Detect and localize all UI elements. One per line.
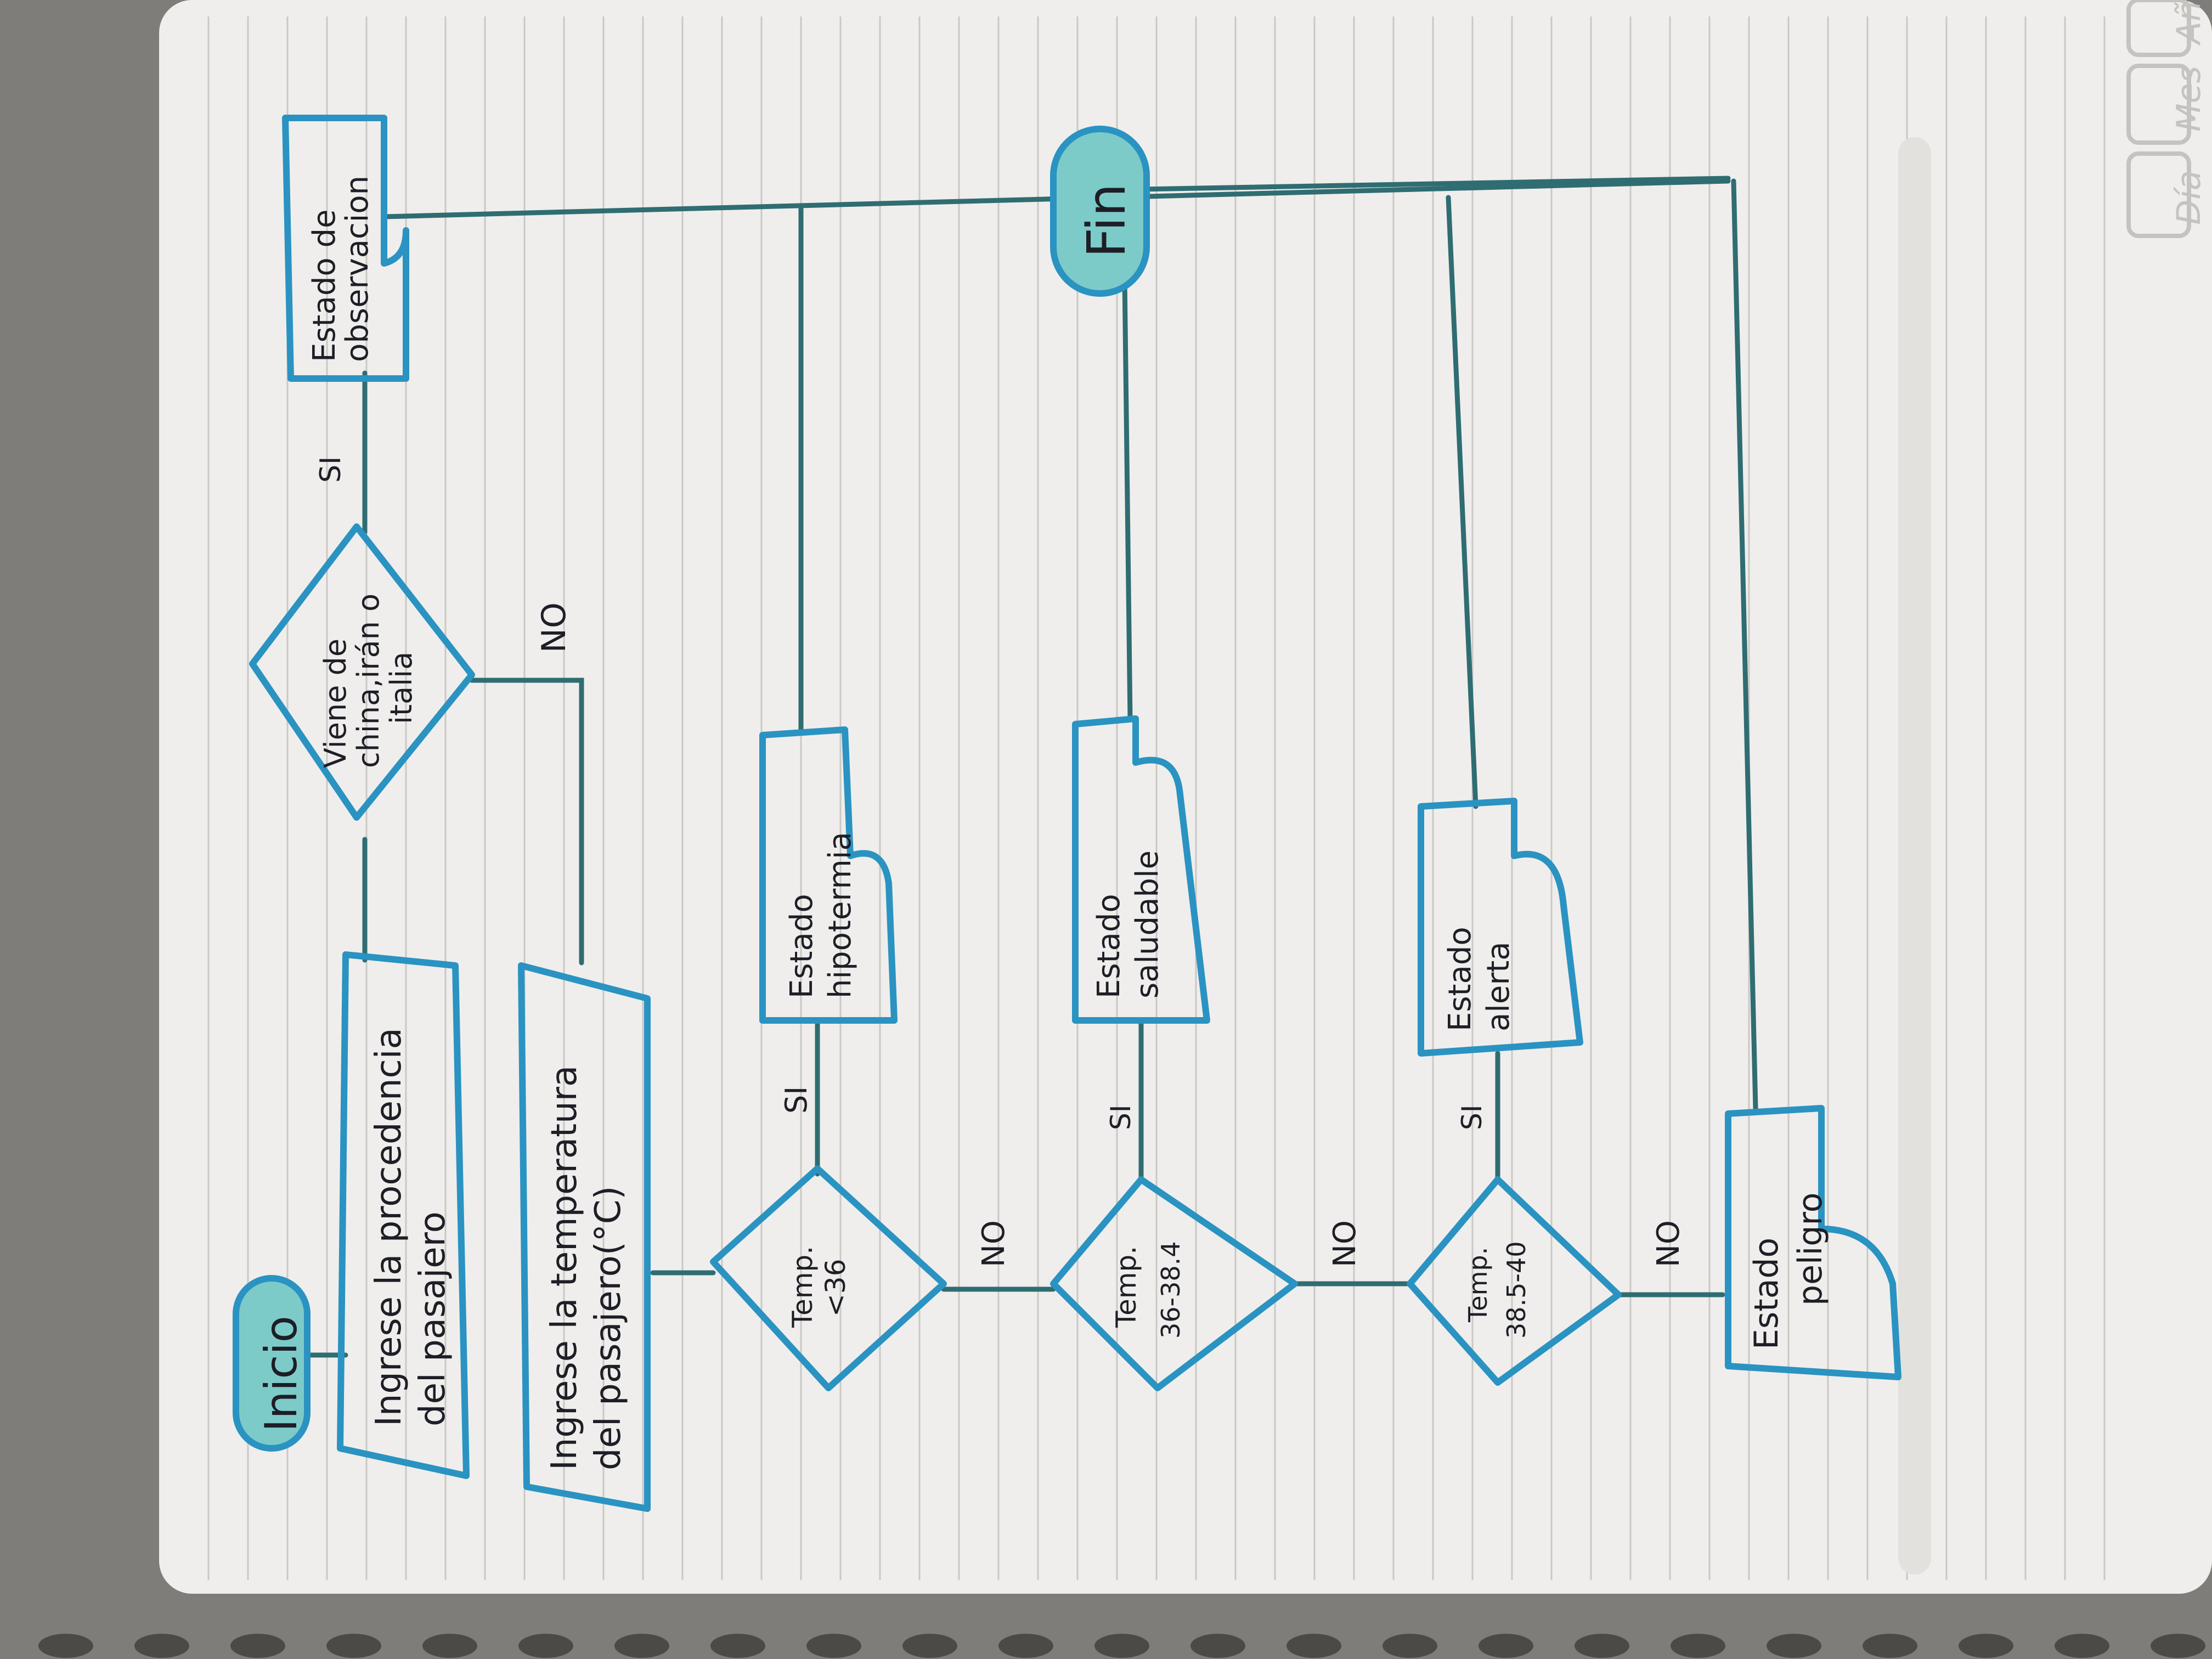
decision-t3-line-1: Temp. [1463,1247,1493,1323]
connector-end-bus [1138,176,1731,192]
shapes [233,115,1901,1512]
t1-yes-label: SI [779,1086,814,1114]
state-hypothermia-line-1: Estado [784,894,820,998]
spiral-ring [1190,1634,1245,1658]
spiral-ring [1286,1634,1341,1658]
connector-origin-no-to-input-temp [469,678,584,966]
connector-danger-to-bus [1731,178,1758,1111]
t3-yes-label: SI [1456,1105,1488,1130]
spiral-ring [1575,1634,1629,1658]
spiral-ring [518,1634,573,1658]
decision-t1-line-2: <36 [820,1259,851,1317]
planner-box-month [2126,64,2191,145]
decision-t3-line-2: 38.5-40 [1502,1241,1531,1339]
state-hypothermia-line-2: hipotermia [822,832,858,998]
spiral-ring [1959,1634,2013,1658]
input-origin-line-1: Ingrese la procedencia [369,1028,409,1426]
spiral-ring [1383,1634,1437,1658]
state-danger-line-2: peligro [1791,1193,1830,1306]
page-gutter [1898,137,1931,1575]
spiral-ring [134,1634,189,1658]
decision-t2 [1050,1176,1298,1391]
state-alert [1418,798,1583,1057]
decision-t3 [1407,1176,1622,1386]
state-alert-line-2: alerta [1481,941,1516,1031]
spiral-ring [1671,1634,1725,1658]
input-temperature [518,962,651,1512]
planner-box-day [2126,151,2191,238]
spiral-ring [1479,1634,1533,1658]
planner-label-day: Día [2170,170,2208,225]
decision-origin [249,523,475,821]
connector-healthy-to-end [1122,277,1133,721]
spiral-ring [710,1634,765,1658]
decision-origin-line-2: china,irán o [351,594,386,768]
spiral-ring [1094,1634,1149,1658]
spiral-ring [614,1634,669,1658]
state-healthy-line-1: Estado [1091,894,1127,998]
origin-yes-label: SI [314,456,347,483]
t1-no-label: NO [976,1220,1012,1267]
planner-label-year: Año [2170,0,2208,46]
terminal-end [1050,126,1150,297]
planner-label-month: Mes [2170,66,2208,132]
spiral-ring [422,1634,477,1658]
decision-t2-line-1: Temp. [1110,1246,1142,1328]
ruled-lines [207,16,2106,1580]
decision-origin-line-1: Viene de [318,639,353,768]
decision-t1 [710,1165,947,1391]
spiral-ring [38,1634,93,1658]
t2-no-label: NO [1327,1220,1363,1267]
input-origin [337,951,470,1479]
decision-t1-line-1: Temp. [787,1246,819,1328]
state-observation-line-1: Estado de [307,210,342,362]
state-hypothermia [759,726,898,1024]
spiral-ring [1863,1634,1917,1658]
terminal-start [233,1275,311,1452]
origin-no-label: NO [535,602,573,653]
state-alert-line-1: Estado [1442,927,1478,1031]
input-temperature-line-2: del pasajero(°C) [588,1186,629,1470]
notebook-page [159,0,2212,1594]
state-observation-line-2: observacion [340,176,375,362]
decision-t2-line-2: 36-38.4 [1156,1241,1186,1339]
start-label: Inicio [256,1316,307,1432]
spiral-ring [1767,1634,1821,1658]
state-observation [282,115,409,382]
input-origin-line-2: del pasajero [413,1211,453,1426]
spiral-ring [230,1634,285,1658]
t2-yes-label: SI [1105,1105,1137,1130]
spiral-ring [326,1634,381,1658]
spiral-binding [38,1634,2205,1658]
spiral-ring [2151,1634,2205,1658]
decision-origin-line-3: italia [384,652,419,724]
state-healthy-line-2: saludable [1130,850,1165,998]
spiral-ring [998,1634,1053,1658]
state-danger [1725,1105,1901,1380]
state-healthy [1072,715,1210,1024]
spiral-ring [2055,1634,2109,1658]
input-temperature-line-1: Ingrese la temperatura [544,1065,585,1470]
planner-corner: Día Mes Año [2126,0,2208,238]
connector-alert-to-bus [1446,195,1479,809]
t3-no-label: NO [1651,1220,1686,1267]
planner-box-year [2126,0,2191,57]
spiral-ring [806,1634,861,1658]
spiral-ring [902,1634,957,1658]
state-danger-line-1: Estado [1747,1238,1786,1350]
end-label: Fin [1076,183,1137,258]
